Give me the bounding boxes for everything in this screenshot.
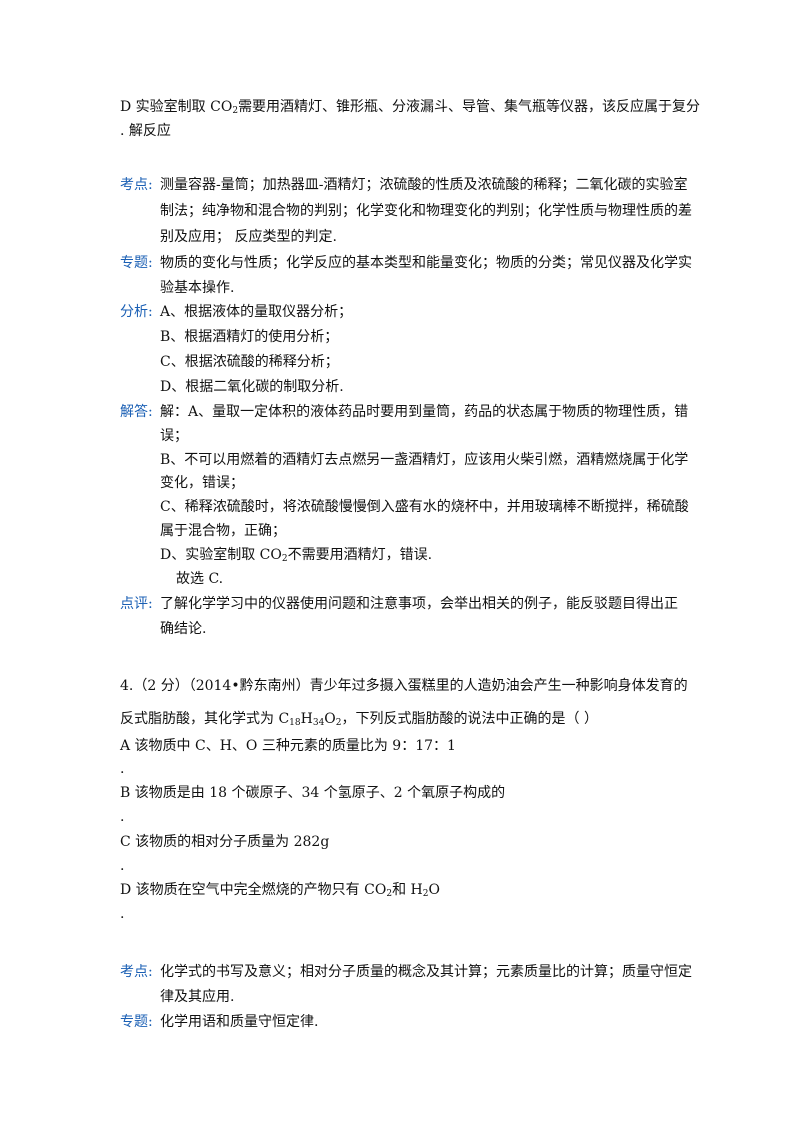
q3-kaodian-line: 制法；纯净物和混合物的判别；化学变化和物理变化的判别；化学性质与物理性质的差 (160, 203, 692, 219)
q3-fenxi-line: C、根据浓硫酸的稀释分析； (160, 354, 339, 370)
q4-option-a: A 该物质中 C、H、O 三种元素的质量比为 9：17：1 (120, 738, 456, 754)
q4-option-c: C 该物质的相对分子质量为 282g (120, 834, 330, 850)
q3-jieda-line: 解：A、量取一定体积的液体药品时要用到量筒，药品的状态属于物质的物理性质，错 (160, 404, 689, 420)
text-run: D 该物质在空气中完全燃烧的产物只有 CO (120, 882, 387, 898)
q4-option-b-dot: . (120, 809, 125, 825)
subscript: 2 (232, 106, 239, 116)
q3-kaodian-line: 测量容器-量筒；加热器皿-酒精灯；浓硫酸的性质及浓硫酸的稀释；二氧化碳的实验室 (160, 177, 688, 193)
text-run: O (428, 882, 440, 898)
q4-option-d: D 该物质在空气中完全燃烧的产物只有 CO2和 H2O (120, 880, 440, 900)
q3-dianping-line: 确结论. (160, 621, 207, 637)
text-run: O (324, 711, 336, 727)
q3-zhuanti-line: 物质的变化与性质；化学反应的基本类型和能量变化；物质的分类；常见仪器及化学实 (160, 255, 692, 271)
q3-dianping-label: 点评: (120, 596, 153, 612)
q3-jieda-line: C、稀释浓硫酸时，将浓硫酸慢慢倒入盛有水的烧杯中，并用玻璃棒不断搅拌，稀硫酸 (160, 499, 689, 515)
subscript: 2 (422, 889, 429, 899)
text-run: 不需要用酒精灯，错误. (287, 547, 433, 563)
q4-option-c-dot: . (120, 858, 125, 874)
q4-stem-line2: 反式脂肪酸，其化学式为 C18H34O2，下列反式脂肪酸的说法中正确的是（ ） (120, 709, 598, 729)
subscript: 2 (281, 554, 288, 564)
text-run: D、实验室制取 CO (160, 547, 282, 563)
q4-zhuanti-line: 化学用语和质量守恒定律. (160, 1014, 319, 1030)
q3-option-d-line1: D 实验室制取 CO2需要用酒精灯、锥形瓶、分液漏斗、导管、集气瓶等仪器，该反应… (120, 97, 700, 117)
q4-option-d-dot: . (120, 906, 125, 922)
q3-jieda-line: 误； (160, 428, 188, 444)
q3-kaodian-line: 别及应用； 反应类型的判定. (160, 229, 337, 245)
q4-option-a-dot: . (120, 761, 125, 777)
q3-jieda-choice: 故选 C. (176, 571, 224, 587)
q4-option-b: B 该物质是由 18 个碳原子、34 个氢原子、2 个氧原子构成的 (120, 785, 506, 801)
subscript: 2 (335, 718, 342, 728)
q3-fenxi-line: D、根据二氧化碳的制取分析. (160, 379, 344, 395)
q3-jieda-line: B、不可以用燃着的酒精灯去点燃另一盏酒精灯，应该用火柴引燃，酒精燃烧属于化学 (160, 452, 689, 468)
q4-kaodian-label: 考点: (120, 964, 153, 980)
q4-kaodian-line: 化学式的书写及意义；相对分子质量的概念及其计算；元素质量比的计算；质量守恒定 (160, 964, 692, 980)
text-run: 需要用酒精灯、锥形瓶、分液漏斗、导管、集气瓶等仪器，该反应属于复分 (238, 99, 701, 115)
q3-fenxi-line: B、根据酒精灯的使用分析； (160, 329, 339, 345)
q4-stem-line1: 4.（2 分）（2014•黔东南州）青少年过多摄入蛋糕里的人造奶油会产生一种影响… (120, 678, 688, 694)
subscript: 18 (289, 718, 301, 728)
q3-jieda-line: 属于混合物，正确； (160, 523, 286, 539)
q3-fenxi-line: A、根据液体的量取仪器分析； (160, 304, 353, 320)
q3-option-d-line2: . 解反应 (120, 123, 171, 139)
q3-zhuanti-label: 专题: (120, 255, 153, 271)
q3-jieda-label: 解答: (120, 404, 153, 420)
q4-kaodian-line: 律及其应用. (160, 989, 235, 1005)
q3-kaodian-label: 考点: (120, 177, 153, 193)
text-run: H (300, 711, 313, 727)
subscript: 34 (312, 718, 325, 728)
q3-fenxi-label: 分析: (120, 304, 153, 320)
q3-zhuanti-line: 验基本操作. (160, 280, 235, 296)
q3-jieda-line-d: D、实验室制取 CO2不需要用酒精灯，错误. (160, 545, 432, 565)
subscript: 2 (386, 889, 393, 899)
text-run: 反式脂肪酸，其化学式为 C (120, 711, 290, 727)
text-run: 和 H (392, 882, 423, 898)
text-run: ，下列反式脂肪酸的说法中正确的是（ ） (341, 711, 598, 727)
text-run: D 实验室制取 CO (120, 99, 233, 115)
q3-jieda-line: 变化，错误； (160, 475, 244, 491)
q3-dianping-line: 了解化学学习中的仪器使用问题和注意事项，会举出相关的例子，能反驳题目得出正 (160, 596, 678, 612)
q4-zhuanti-label: 专题: (120, 1014, 153, 1030)
